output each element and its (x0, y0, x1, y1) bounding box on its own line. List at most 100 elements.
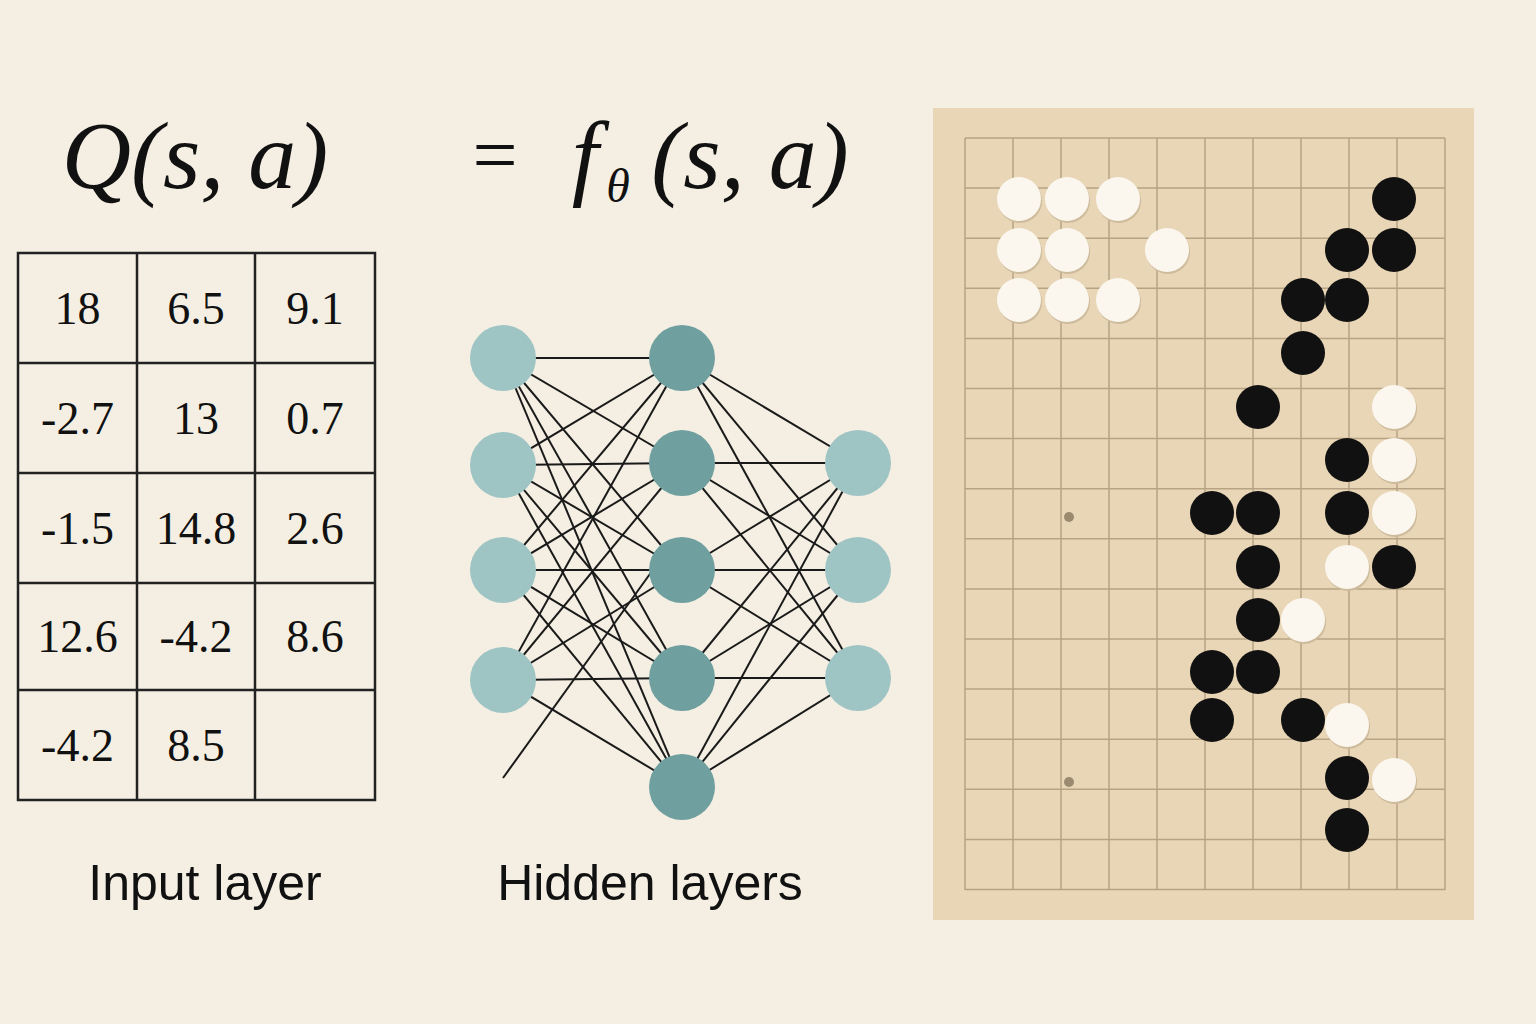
white-stone (1045, 278, 1089, 322)
grid-line (1108, 138, 1110, 890)
white-stone (1045, 228, 1089, 272)
black-stone (1372, 228, 1416, 272)
star-point (1064, 512, 1074, 522)
black-stone (1236, 545, 1280, 589)
neuron (825, 645, 891, 711)
table-cell: 13 (139, 365, 253, 471)
black-stone (1236, 385, 1280, 429)
grid-line (964, 138, 966, 890)
grid-line (965, 789, 1445, 791)
connection (503, 465, 682, 787)
neuron (470, 537, 536, 603)
grid-line (965, 588, 1445, 590)
table-rule (18, 689, 375, 692)
go-stones (997, 177, 1417, 852)
grid-line (965, 488, 1445, 490)
table-cell: -4.2 (139, 585, 253, 688)
black-stone (1190, 698, 1234, 742)
white-stone (1281, 598, 1325, 642)
grid-line (965, 438, 1445, 440)
neuron (470, 432, 536, 498)
table-cell: 9.1 (257, 255, 373, 361)
board-grid (965, 138, 1445, 890)
table-cell: 8.5 (139, 692, 253, 798)
layer-label: Input layer (20, 845, 390, 920)
table-cell: 0.7 (257, 365, 373, 471)
value-table (18, 253, 375, 800)
neuron (649, 645, 715, 711)
table-rule (18, 362, 375, 365)
equals-sign: = (455, 105, 535, 205)
table-rule (18, 582, 375, 585)
neuron (649, 537, 715, 603)
network-connections (503, 358, 858, 787)
grid-line (965, 839, 1445, 841)
grid-line (965, 338, 1445, 340)
white-stone (1372, 491, 1416, 535)
neuron (825, 537, 891, 603)
white-stone (997, 177, 1041, 221)
table-cell: -2.7 (20, 365, 135, 471)
grid-line (1444, 138, 1446, 890)
formula-function: f (560, 90, 610, 220)
black-stone (1190, 650, 1234, 694)
black-stone (1325, 438, 1369, 482)
connection (682, 463, 858, 787)
table-border (18, 253, 375, 800)
star-point (1064, 777, 1074, 787)
formula-args: (s, a) (630, 90, 870, 220)
table-rule (136, 253, 139, 800)
black-stone (1372, 545, 1416, 589)
black-stone (1281, 278, 1325, 322)
white-stone (1096, 177, 1140, 221)
neuron (649, 754, 715, 820)
grid-line (965, 388, 1445, 390)
table-cell: -1.5 (20, 475, 135, 581)
neuron (470, 325, 536, 391)
black-stone (1236, 491, 1280, 535)
table-cell: 12.6 (20, 585, 135, 688)
neuron (649, 325, 715, 391)
table-rule (254, 253, 257, 800)
grid-line (965, 137, 1445, 139)
neuron (649, 430, 715, 496)
grid-line (1300, 138, 1302, 890)
go-board (933, 108, 1474, 920)
grid-line (965, 538, 1445, 540)
black-stone (1325, 228, 1369, 272)
table-cell: 14.8 (139, 475, 253, 581)
neuron (825, 430, 891, 496)
white-stone (1372, 385, 1416, 429)
white-stone (1372, 758, 1416, 802)
network-neurons (470, 325, 891, 820)
table-cell: -4.2 (20, 692, 135, 798)
table-cell: 8.6 (257, 585, 373, 688)
white-stone (997, 278, 1041, 322)
grid-line (965, 889, 1445, 891)
table-rule (18, 472, 375, 475)
black-stone (1372, 177, 1416, 221)
black-stone (1325, 491, 1369, 535)
white-stone (1325, 703, 1369, 747)
black-stone (1236, 598, 1280, 642)
connection (503, 358, 682, 680)
black-stone (1236, 650, 1280, 694)
black-stone (1281, 331, 1325, 375)
table-cell: 6.5 (139, 255, 253, 361)
black-stone (1325, 756, 1369, 800)
layer-label: Hidden layers (440, 845, 860, 920)
white-stone (1372, 438, 1416, 482)
white-stone (1145, 228, 1189, 272)
white-stone (1096, 278, 1140, 322)
black-stone (1325, 278, 1369, 322)
grid-line (965, 638, 1445, 640)
black-stone (1325, 808, 1369, 852)
white-stone (1325, 545, 1369, 589)
neuron (470, 647, 536, 713)
formula-lhs: Q(s, a) (40, 90, 350, 220)
white-stone (997, 228, 1041, 272)
connection (682, 358, 858, 678)
formula-subscript: θ (598, 150, 638, 220)
white-stone (1045, 177, 1089, 221)
table-cell: 18 (20, 255, 135, 361)
